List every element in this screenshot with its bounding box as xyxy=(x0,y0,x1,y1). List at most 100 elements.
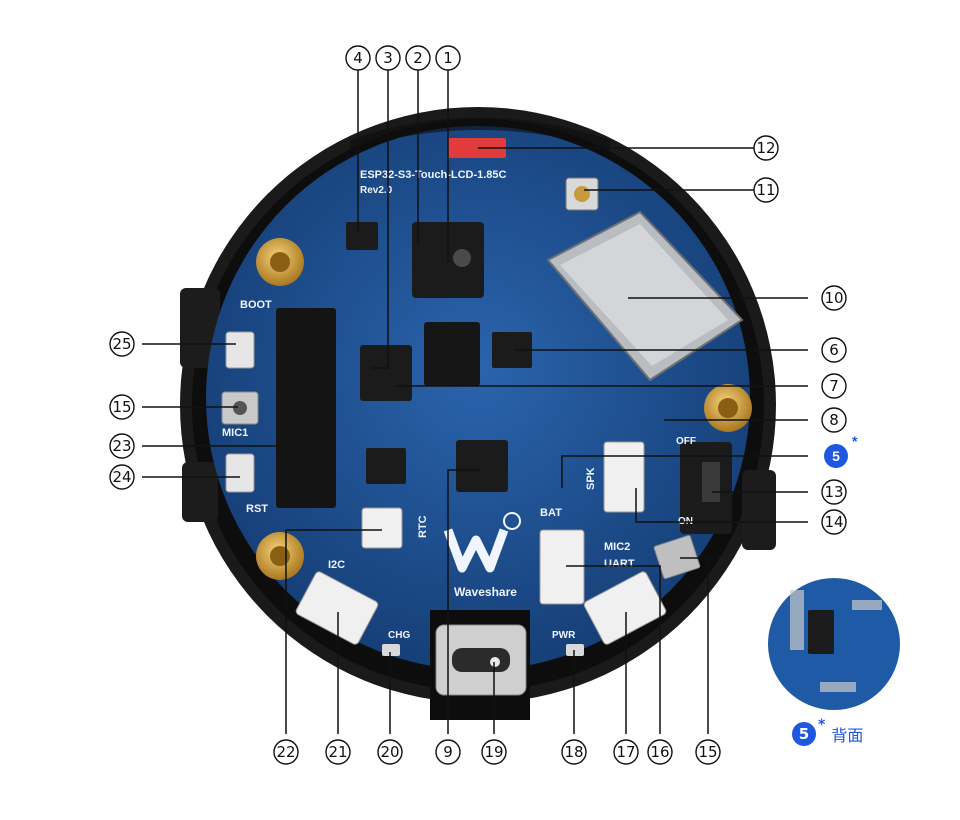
callout-number: 11 xyxy=(756,181,775,199)
mic2-module xyxy=(653,534,701,580)
callout-22: 22 xyxy=(273,739,299,765)
callout-number: 20 xyxy=(380,743,399,761)
rtc-label: RTC xyxy=(417,515,429,538)
boot-button xyxy=(225,331,255,369)
chg-label: CHG xyxy=(388,630,410,641)
board-revision-label: Rev2.0 xyxy=(360,185,393,196)
board-model-label: ESP32-S3-Touch-LCD-1.85C xyxy=(360,169,507,181)
pin-header xyxy=(276,308,336,508)
callout-5-number: 5 xyxy=(832,448,840,464)
spk-label: SPK xyxy=(585,467,597,490)
rtc-battery-connector xyxy=(361,507,403,549)
speaker-connector xyxy=(603,441,645,513)
uart-label: UART xyxy=(604,558,635,570)
callout-5-star: * xyxy=(852,433,858,449)
callout-2: 2 xyxy=(405,45,431,71)
callout-number: 8 xyxy=(829,411,839,429)
callout-7: 7 xyxy=(821,373,847,399)
callout-13: 13 xyxy=(821,479,847,505)
status-led-12 xyxy=(448,138,506,158)
callout-18: 18 xyxy=(561,739,587,765)
amp-chip xyxy=(360,345,412,401)
i2c-connector xyxy=(295,571,379,645)
mic1-label: MIC1 xyxy=(222,427,248,439)
codec-chip xyxy=(456,440,508,492)
i2c-label: I2C xyxy=(328,559,345,571)
rst-label: RST xyxy=(246,503,268,515)
callout-23: 23 xyxy=(109,433,135,459)
callout-10: 10 xyxy=(821,285,847,311)
callout-17: 17 xyxy=(613,739,639,765)
callout-16: 16 xyxy=(647,739,673,765)
psram-chip xyxy=(424,322,480,386)
imu-chip xyxy=(492,332,532,368)
callout-19: 19 xyxy=(481,739,507,765)
callout-number: 22 xyxy=(276,743,295,761)
rtc-chip xyxy=(366,448,406,484)
tf-card-slot xyxy=(546,210,744,382)
battery-connector xyxy=(539,529,585,605)
left-lower-housing xyxy=(182,462,218,522)
callout-number: 9 xyxy=(443,743,453,761)
back-caption-text: 背面 xyxy=(831,726,864,745)
callout-number: 6 xyxy=(829,341,839,359)
power-led xyxy=(566,644,584,656)
callout-number: 17 xyxy=(616,743,635,761)
back-caption-badge: 5 xyxy=(792,722,816,746)
callout-15: 15 xyxy=(109,394,135,420)
callout-3: 3 xyxy=(375,45,401,71)
back-chip xyxy=(808,610,834,654)
mic2-label: MIC2 xyxy=(604,541,630,553)
callout-8: 8 xyxy=(821,407,847,433)
reset-button xyxy=(225,453,255,493)
boot-label: BOOT xyxy=(240,299,272,311)
callout-number: 1 xyxy=(443,49,453,67)
callout-number: 3 xyxy=(383,49,393,67)
leader-lines xyxy=(142,70,808,734)
callout-5-marker: 5 * xyxy=(824,433,858,468)
callout-number: 23 xyxy=(112,437,131,455)
pwr-label: PWR xyxy=(552,630,576,641)
back-caption-star: * xyxy=(818,717,826,733)
callout-number: 16 xyxy=(650,743,669,761)
callout-21: 21 xyxy=(325,739,351,765)
callout-14: 14 xyxy=(821,509,847,535)
charge-led xyxy=(382,644,400,656)
callout-number: 18 xyxy=(564,743,583,761)
callout-number: 25 xyxy=(112,335,131,353)
callout-4: 4 xyxy=(345,45,371,71)
callout-number: 15 xyxy=(112,398,131,416)
callout-number: 2 xyxy=(413,49,423,67)
uart-connector xyxy=(583,571,667,645)
callout-20: 20 xyxy=(377,739,403,765)
callout-number: 12 xyxy=(756,139,775,157)
callout-24: 24 xyxy=(109,464,135,490)
left-button-housing xyxy=(180,288,220,368)
callout-number: 13 xyxy=(824,483,843,501)
off-label: OFF xyxy=(676,436,696,447)
callout-25: 25 xyxy=(109,331,135,357)
callout-15: 15 xyxy=(695,739,721,765)
callout-number: 24 xyxy=(112,468,131,486)
right-switch-housing xyxy=(742,470,776,550)
callout-number: 15 xyxy=(698,743,717,761)
callout-number: 4 xyxy=(353,49,363,67)
callout-number: 19 xyxy=(484,743,503,761)
callout-number: 14 xyxy=(824,513,843,531)
callout-6: 6 xyxy=(821,337,847,363)
callout-11: 11 xyxy=(753,177,779,203)
regulator-chip xyxy=(346,222,378,250)
brand-label: Waveshare xyxy=(454,585,517,599)
callout-1: 1 xyxy=(435,45,461,71)
bat-label: BAT xyxy=(540,507,562,519)
callout-9: 9 xyxy=(435,739,461,765)
back-caption: 5 * 背面 xyxy=(792,717,864,746)
callout-12: 12 xyxy=(753,135,779,161)
callout-number: 10 xyxy=(824,289,843,307)
back-side-inset xyxy=(768,578,900,710)
waveshare-logo xyxy=(443,512,521,573)
callout-number: 21 xyxy=(328,743,347,761)
callout-number: 7 xyxy=(829,377,839,395)
